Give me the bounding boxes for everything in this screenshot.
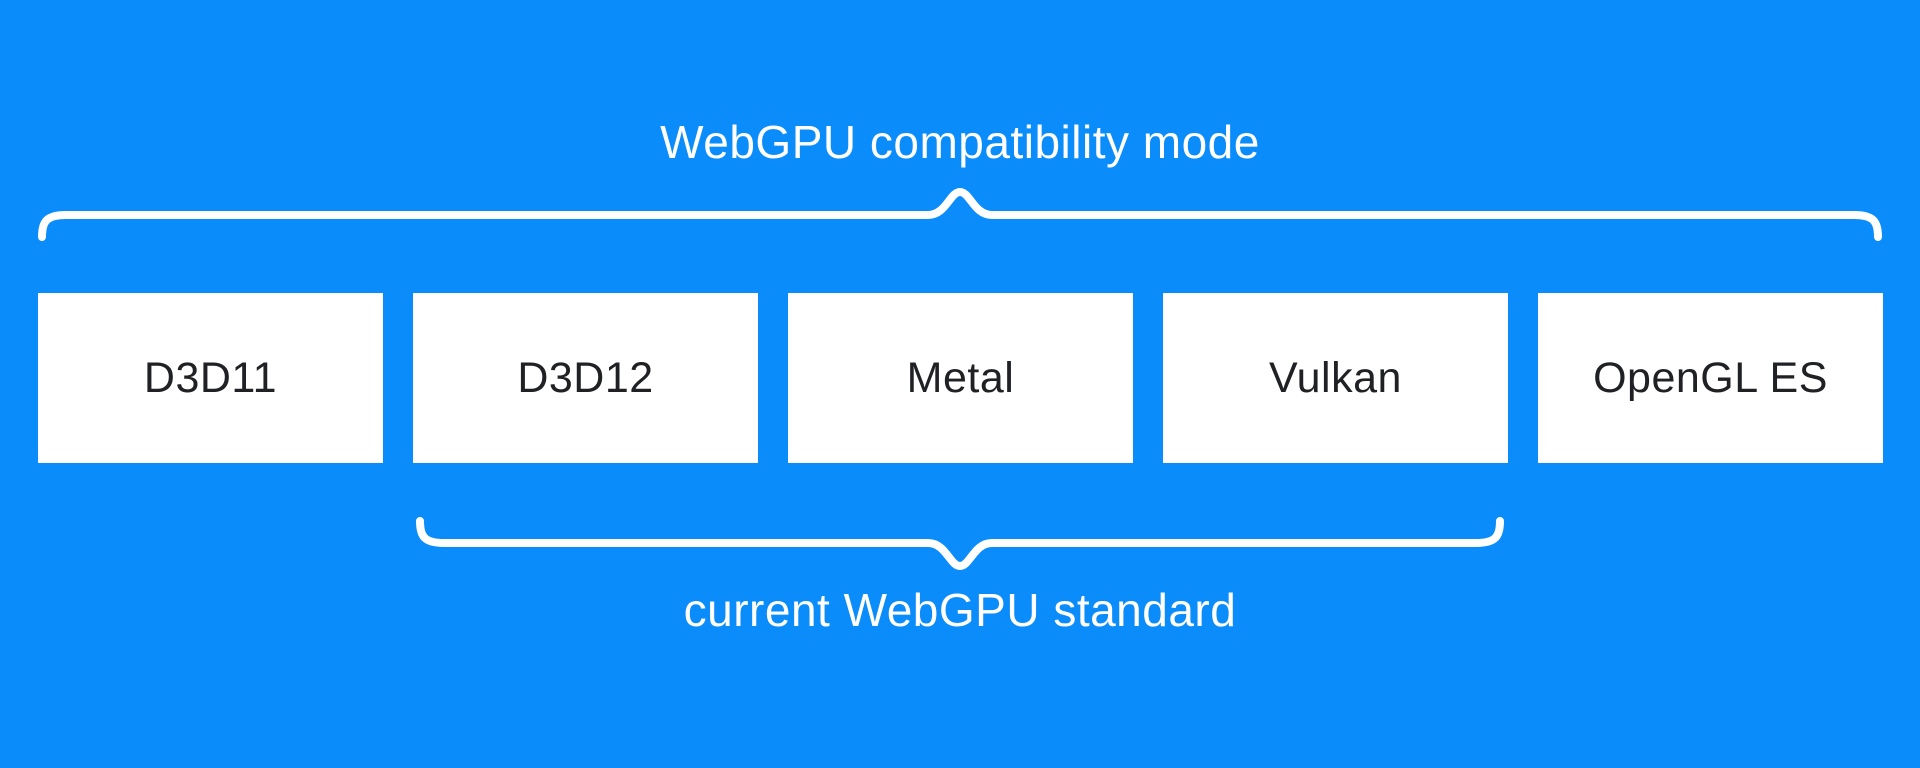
api-box-row: D3D11 D3D12 Metal Vulkan OpenGL ES bbox=[38, 293, 1883, 463]
api-box-d3d11: D3D11 bbox=[38, 293, 383, 463]
top-group-label: WebGPU compatibility mode bbox=[660, 116, 1260, 168]
bottom-group-label: current WebGPU standard bbox=[683, 584, 1237, 636]
api-box-metal: Metal bbox=[788, 293, 1133, 463]
api-box-label: Vulkan bbox=[1269, 353, 1402, 402]
api-box-label: D3D11 bbox=[143, 353, 278, 402]
api-box-vulkan: Vulkan bbox=[1163, 293, 1508, 463]
api-box-d3d12: D3D12 bbox=[413, 293, 758, 463]
api-box-label: Metal bbox=[906, 353, 1015, 402]
api-box-opengl-es: OpenGL ES bbox=[1538, 293, 1883, 463]
top-brace bbox=[38, 188, 1882, 241]
bottom-brace bbox=[416, 517, 1504, 570]
api-box-label: D3D12 bbox=[517, 353, 654, 402]
api-box-label: OpenGL ES bbox=[1593, 353, 1828, 402]
